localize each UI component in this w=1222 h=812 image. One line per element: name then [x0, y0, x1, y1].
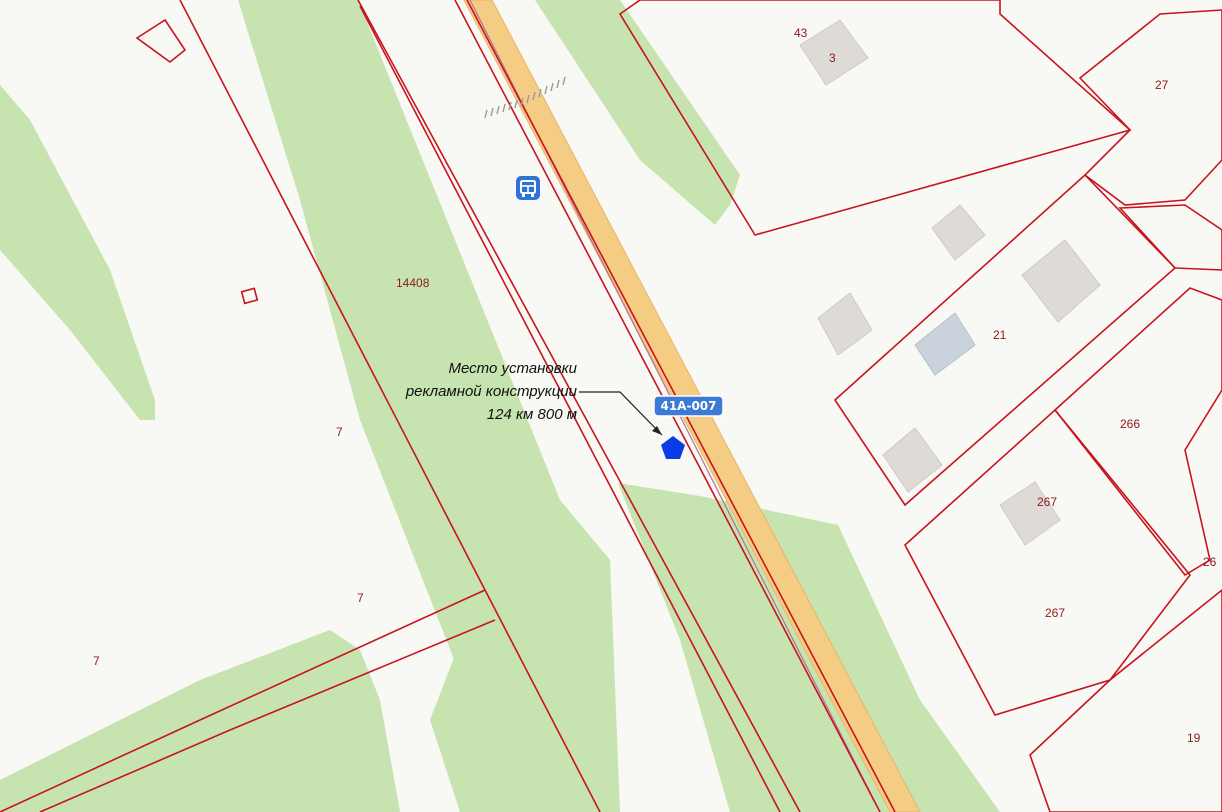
bus-stop-icon[interactable] — [516, 176, 540, 200]
parcel-border-top-house — [618, 0, 1132, 236]
callout-leader-line — [579, 391, 663, 436]
building-3 — [799, 19, 869, 86]
parcel-label-7-a: 7 — [336, 425, 343, 439]
parcel-border-19 — [1029, 588, 1222, 812]
building-c — [817, 292, 873, 356]
building-a — [931, 204, 986, 261]
parcel-border-center-2 — [359, 5, 781, 812]
parcel-label-14408: 14408 — [396, 276, 430, 290]
callout-line-2: рекламной конструкции — [405, 383, 578, 400]
green-area-bottom-middle — [430, 590, 560, 812]
building-highlighted — [914, 312, 976, 376]
parcel-border-lower-left — [484, 589, 601, 812]
callout-line-1: Место установки — [448, 360, 577, 377]
buildings — [799, 19, 1101, 546]
parcel-labels: 14408 7 7 7 43 3 27 21 266 267 267 26 19 — [93, 26, 1217, 745]
parcel-border-27 — [1078, 9, 1222, 206]
parcel-border-small-square — [240, 287, 259, 305]
parcel-label-27: 27 — [1155, 78, 1169, 92]
road-number-badge[interactable]: 41А-007 — [653, 395, 724, 417]
green-area-top-right — [535, 0, 740, 225]
parcel-border-diagonal-bottom — [0, 589, 486, 812]
parcel-border-small-top-left — [135, 18, 187, 64]
parcel-border-267 — [904, 408, 1192, 716]
parcel-label-19: 19 — [1187, 731, 1201, 745]
road-number-text: 41А-007 — [660, 399, 716, 413]
parcel-label-21: 21 — [993, 328, 1007, 342]
parcel-border-left-long — [179, 0, 486, 591]
parcel-label-3: 3 — [829, 51, 836, 65]
pentagon-marker-icon[interactable] — [661, 436, 685, 459]
parcel-border-266 — [1053, 287, 1222, 577]
callout-arrow-head — [652, 426, 662, 435]
building-d — [882, 427, 943, 493]
parcel-label-43: 43 — [794, 26, 808, 40]
parcel-label-7-b: 7 — [357, 591, 364, 605]
parcel-border-center-1 — [357, 0, 801, 812]
green-area-left-wedge — [0, 85, 155, 420]
parcel-label-7-c: 7 — [93, 654, 100, 668]
parcel-border-right-upper — [1118, 204, 1222, 271]
callout-line-3: 124 км 800 м — [487, 406, 577, 423]
building-267 — [999, 481, 1061, 546]
parcel-border-diagonal-bottom-2 — [39, 619, 496, 812]
parcel-label-26: 26 — [1203, 555, 1217, 569]
parcel-label-267-b: 267 — [1045, 606, 1065, 620]
parcel-label-266: 266 — [1120, 417, 1140, 431]
pedestrian-crossing-icon — [484, 76, 566, 119]
callout: Место установки рекламной конструкции 12… — [405, 360, 663, 436]
parcel-label-267-a: 267 — [1037, 495, 1057, 509]
building-b — [1021, 239, 1101, 323]
